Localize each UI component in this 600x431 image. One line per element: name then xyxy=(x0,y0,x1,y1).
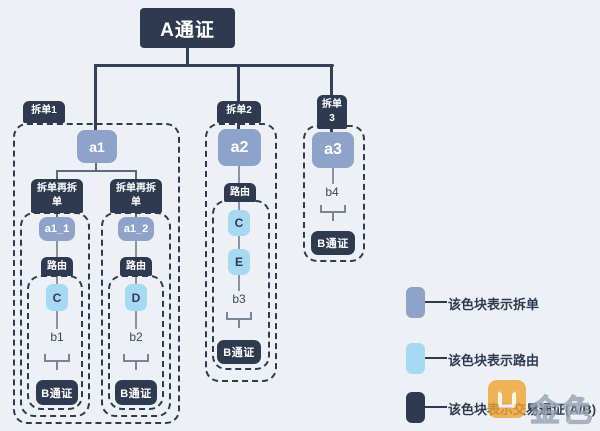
branch2-tab: 拆单2 xyxy=(217,101,261,123)
resplit-tab-right: 拆单再拆单 xyxy=(110,179,162,213)
a3-to-b4-line xyxy=(332,168,334,184)
branch3-a3-node: a3 xyxy=(312,132,354,168)
e-to-b3-line xyxy=(238,275,240,291)
route-group-box-left xyxy=(27,275,83,410)
route-node-c: C xyxy=(46,284,68,311)
c-to-b1-line xyxy=(56,311,58,329)
merge-glyph-b3 xyxy=(226,312,252,320)
b-token-node-3: B通证 xyxy=(217,340,261,364)
route-tab-left: 路由 xyxy=(41,257,73,276)
trunk-stem-line xyxy=(186,48,189,65)
branch1-group-box xyxy=(13,123,180,424)
b3-label: b3 xyxy=(232,292,246,306)
b2-label: b2 xyxy=(129,330,143,344)
route-node-c2: C xyxy=(228,210,250,236)
resplit-group-box-left xyxy=(20,212,90,417)
route-tab-right: 路由 xyxy=(120,257,152,276)
legend-label-route: 该色块表示路由 xyxy=(448,353,540,368)
legend-swatch-split xyxy=(406,287,425,318)
trunk-drop-middle xyxy=(237,64,240,130)
watermark-logo-icon xyxy=(488,380,526,418)
b1-label: b1 xyxy=(50,330,64,344)
merge-glyph-b1 xyxy=(44,354,70,362)
legend-line-1 xyxy=(425,301,447,303)
branch2-group-box xyxy=(205,123,277,382)
b-token-node-1: B通证 xyxy=(36,380,78,405)
merge-stem-b4 xyxy=(332,213,334,221)
merge-glyph-b4 xyxy=(320,205,346,213)
branch1-a1-node: a1 xyxy=(77,130,117,163)
branch3-tab: 拆单3 xyxy=(317,95,347,129)
trunk-horizontal-line xyxy=(94,64,334,67)
c2-to-e-line xyxy=(238,236,240,249)
branch1-tab: 拆单1 xyxy=(23,101,65,123)
d-to-b2-line xyxy=(135,311,137,329)
legend-line-3 xyxy=(425,406,447,408)
resplit-group-box-right xyxy=(101,212,171,417)
a1-2-node: a1_2 xyxy=(118,217,154,241)
watermark-text: 金色财经 xyxy=(529,394,594,428)
b-token-node-2: B通证 xyxy=(115,380,157,405)
legend-swatch-token xyxy=(406,392,425,423)
route-tab-middle: 路由 xyxy=(224,183,256,202)
route-group-box-right xyxy=(108,275,164,410)
b-token-node-4: B通证 xyxy=(311,231,355,255)
merge-stem-b3 xyxy=(238,320,240,328)
route-node-e: E xyxy=(228,249,250,275)
merge-stem-b1 xyxy=(56,362,58,370)
b4-label: b4 xyxy=(325,185,339,199)
legend-swatch-route xyxy=(406,343,425,374)
watermark-logo-glyph xyxy=(498,390,516,408)
a1-split-stem xyxy=(95,163,97,171)
a1-1-node: a1_1 xyxy=(39,217,75,241)
root-token-node: A通证 xyxy=(140,8,235,48)
legend-line-2 xyxy=(425,357,447,359)
route-node-d: D xyxy=(125,284,147,311)
a1-split-bar xyxy=(56,170,137,172)
resplit-tab-left: 拆单再拆单 xyxy=(31,179,83,213)
merge-stem-b2 xyxy=(135,362,137,370)
legend-label-split: 该色块表示拆单 xyxy=(448,297,540,312)
merge-glyph-b2 xyxy=(123,354,149,362)
trunk-drop-left xyxy=(94,64,97,131)
branch2-a2-node: a2 xyxy=(218,129,261,166)
